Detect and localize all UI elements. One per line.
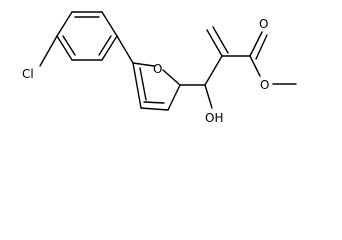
bond-furan-c4-c5 xyxy=(132,62,142,109)
bond-carbonyl-2 xyxy=(255,34,268,60)
bond-furan-c3-c4 xyxy=(140,107,169,111)
bond-methylene-1 xyxy=(206,29,223,57)
bond-ring-inner-2 xyxy=(98,35,112,56)
chlorophenyl-ring xyxy=(56,11,118,61)
bond-furan-c2-c3 xyxy=(167,84,181,111)
bond-furan-inner-2 xyxy=(139,67,147,101)
bond-ring-6 xyxy=(56,11,73,37)
bond-c-cl xyxy=(39,35,58,67)
ester-oxygen-label: O xyxy=(260,78,269,92)
bond-methylene-2 xyxy=(212,26,229,54)
bond-carbonyl-ester-o xyxy=(249,55,261,77)
bond-furan-c5-o xyxy=(132,62,155,67)
bond-carbinol-alkene xyxy=(204,55,223,86)
hydroxyl-label: OH xyxy=(205,111,223,125)
chlorine-label: Cl xyxy=(22,67,34,81)
furan-oxygen-label: O xyxy=(153,62,162,76)
bond-ring-2 xyxy=(101,11,118,37)
furan-ring xyxy=(132,62,181,111)
bond-ring-inner-3 xyxy=(62,35,76,56)
chemical-structure-diagram: Cl O OH O O xyxy=(22,11,297,125)
bond-phenyl-furan xyxy=(116,35,134,64)
bond-ring-3 xyxy=(101,35,118,61)
bond-ring-5 xyxy=(56,35,73,61)
bond-c-oh xyxy=(204,84,213,109)
bond-furan-inner-1 xyxy=(143,101,165,104)
bond-furan-o-c2 xyxy=(162,69,181,86)
carbonyl-oxygen-label: O xyxy=(259,17,268,31)
bond-carbonyl-1 xyxy=(249,31,263,57)
